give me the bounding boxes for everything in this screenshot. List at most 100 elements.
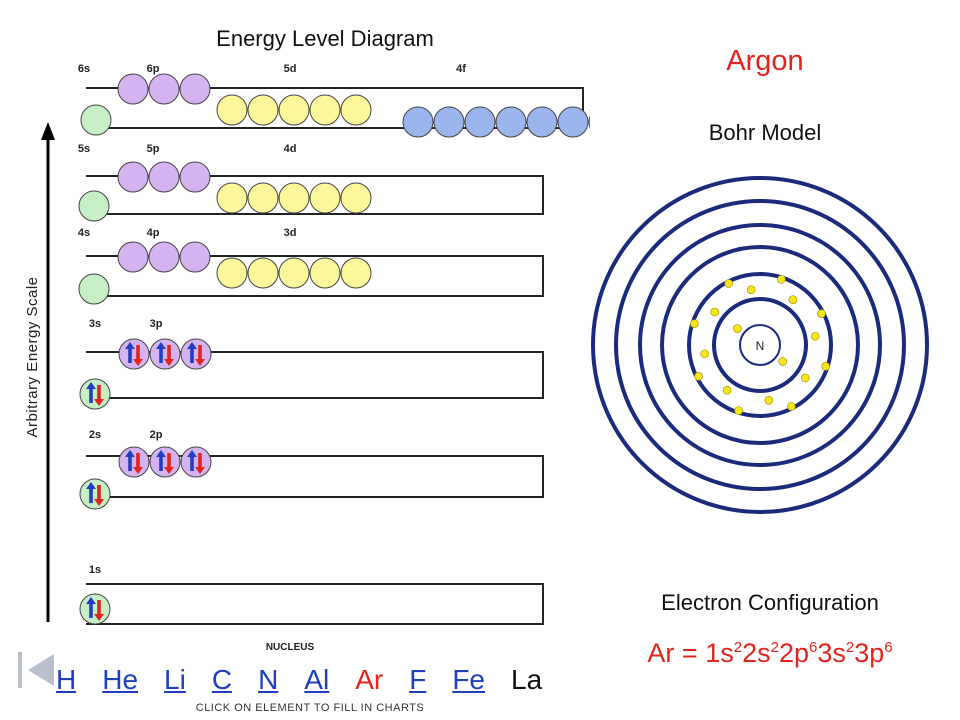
spin-up-arrow: [89, 488, 93, 503]
element-link-fe[interactable]: Fe: [452, 664, 485, 695]
orbital-5d-5: [340, 94, 372, 126]
bar-icon: [18, 652, 22, 688]
spin-up-arrow: [190, 456, 194, 471]
config-term: 1s2: [705, 638, 743, 668]
level-6-box: [86, 87, 584, 129]
bohr-electron-shell-3: [777, 275, 786, 284]
electron-pair: [86, 597, 104, 621]
orbital-label-4d: 4d: [284, 143, 297, 155]
orbital-4p-3: [179, 241, 211, 273]
spin-down-arrowhead: [164, 467, 174, 474]
element-link-c[interactable]: C: [211, 664, 233, 695]
orbital-5d-2: [247, 94, 279, 126]
config-prefix: Ar =: [647, 638, 706, 668]
spin-up-arrowhead: [187, 342, 197, 349]
spin-down-arrowhead: [133, 359, 143, 366]
electron-pair: [86, 482, 104, 506]
electron-pair: [156, 450, 174, 474]
config-term: 3p6: [854, 638, 893, 668]
orbital-3p-2: [149, 338, 181, 370]
orbital-4d-2: [247, 182, 279, 214]
spin-up-arrowhead: [156, 450, 166, 457]
bohr-shell-7: [591, 176, 929, 514]
orbital-6p-2: [148, 73, 180, 105]
level-4-box: [86, 255, 544, 297]
diagram-title: Energy Level Diagram: [216, 26, 434, 51]
spin-down-arrowhead: [94, 399, 104, 406]
orbital-2p-1: [118, 446, 150, 478]
orbital-3p-1: [118, 338, 150, 370]
config-term-count: 6: [884, 639, 893, 656]
electron-pair: [187, 450, 205, 474]
spin-down-arrowhead: [94, 499, 104, 506]
bohr-electron-shell-2: [801, 373, 810, 383]
orbital-6p-1: [117, 73, 149, 105]
bohr-electron-shell-2: [746, 285, 756, 294]
orbital-3p-3: [180, 338, 212, 370]
element-link-li[interactable]: Li: [164, 664, 186, 695]
electron-pair: [86, 382, 104, 406]
orbital-5p-2: [148, 161, 180, 193]
spin-down-arrowhead: [195, 359, 205, 366]
orbital-6s-1: [80, 104, 112, 136]
spin-up-arrow: [159, 348, 163, 363]
orbital-4f-5: [526, 106, 558, 138]
bohr-electron-shell-3: [724, 279, 733, 288]
orbital-5d-3: [278, 94, 310, 126]
spin-up-arrow: [128, 348, 132, 363]
element-link-ar[interactable]: Ar: [355, 664, 384, 695]
level-1-box: [86, 583, 544, 625]
element-link-n[interactable]: N: [258, 664, 279, 695]
orbital-label-3p: 3p: [150, 318, 163, 330]
spin-up-arrowhead: [125, 450, 135, 457]
orbital-4f-7: [588, 115, 590, 129]
element-link-f[interactable]: F: [409, 664, 427, 695]
bohr-shell-1: [739, 324, 781, 366]
orbital-label-4s: 4s: [78, 227, 90, 239]
orbital-5d-4: [309, 94, 341, 126]
orbital-5d-1: [216, 94, 248, 126]
spin-down-arrowhead: [133, 467, 143, 474]
nucleus-label: NUCLEUS: [266, 642, 315, 653]
element-link-al[interactable]: Al: [304, 664, 330, 695]
orbital-3s-1: [79, 378, 111, 410]
spin-up-arrow: [89, 388, 93, 403]
orbital-label-3s: 3s: [89, 318, 101, 330]
bohr-model-diagram: N: [591, 176, 929, 514]
config-term-count: 2: [733, 639, 743, 656]
orbital-4f-1: [402, 106, 434, 138]
previous-slide-button[interactable]: [16, 650, 56, 690]
level-3-box: [86, 351, 544, 399]
orbital-4f-2: [433, 106, 465, 138]
bohr-electron-shell-1: [733, 324, 742, 333]
energy-axis-arrowhead: [41, 122, 55, 140]
element-link-he[interactable]: He: [102, 664, 139, 695]
bohr-electron-shell-2: [710, 307, 719, 317]
orbital-2s-1: [79, 478, 111, 510]
orbital-4d-3: [278, 182, 310, 214]
spin-down-arrow: [167, 345, 171, 360]
electron-configuration-formula: Ar = 1s22s22p63s23p6: [590, 638, 950, 669]
spin-down-arrow: [136, 453, 140, 468]
spin-up-arrowhead: [156, 342, 166, 349]
orbital-2p-2: [149, 446, 181, 478]
spin-up-arrow: [190, 348, 194, 363]
spin-up-arrowhead: [125, 342, 135, 349]
electron-configuration-title: Electron Configuration: [661, 590, 879, 615]
spin-up-arrow: [128, 456, 132, 471]
bohr-shell-6: [614, 199, 906, 491]
level-2-box: [86, 455, 544, 498]
spin-down-arrowhead: [164, 359, 174, 366]
bohr-shell-4: [660, 245, 860, 445]
orbital-4f-6: [557, 106, 589, 138]
spin-down-arrow: [136, 345, 140, 360]
bohr-nucleus-label: N: [756, 339, 765, 353]
bohr-electron-shell-3: [694, 372, 703, 381]
element-link-h[interactable]: H: [56, 664, 77, 695]
bohr-electron-shell-2: [811, 331, 820, 341]
config-term-count: 2: [845, 639, 855, 656]
bohr-electron-shell-3: [734, 406, 743, 415]
energy-axis-label: Arbitrary Energy Scale: [24, 276, 41, 437]
